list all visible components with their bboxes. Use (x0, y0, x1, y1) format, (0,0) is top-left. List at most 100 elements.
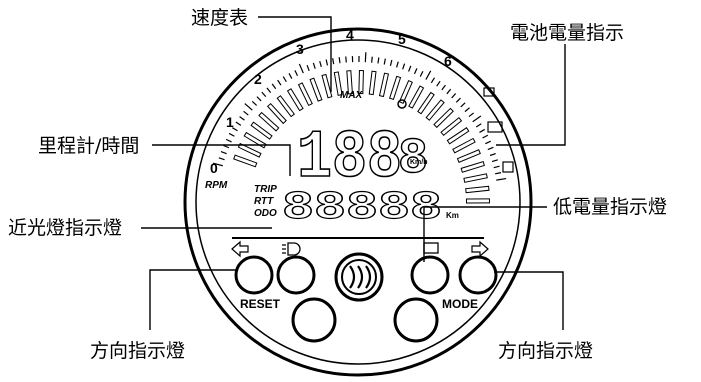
rpm-bar-segment-fill (441, 118, 461, 135)
callout-low-beam: 近光燈指示燈 (8, 217, 122, 239)
rpm-tick (244, 103, 253, 111)
rpm-tick (277, 79, 282, 86)
odo-mode-labels: TRIP RTT ODO (254, 184, 277, 219)
rpm-tick (288, 73, 293, 79)
warning-icons (397, 87, 514, 173)
rpm-bar-segment-fill (458, 150, 480, 162)
rpm-tick (232, 127, 238, 132)
rpm-bar-segment-fill (310, 78, 322, 101)
rpm-scale-2: 2 (254, 71, 262, 87)
rpm-scale-6: 6 (444, 53, 452, 69)
rpm-tick (261, 91, 267, 98)
rpm-bar-segment-fill (277, 96, 294, 116)
rpm-tick (479, 128, 485, 133)
rpm-bar-segment-fill (369, 71, 376, 94)
rpm-bar-segment-fill (380, 73, 388, 96)
headlight-icon (282, 242, 301, 256)
max-label: MAX (340, 90, 364, 101)
callout-speedometer: 速度表 (191, 7, 248, 29)
rpm-tick (220, 151, 227, 155)
rpm-tick (419, 70, 424, 77)
rpm-tick (496, 177, 507, 181)
speed-unit: Km/h (410, 159, 428, 166)
rpm-tick (493, 165, 500, 169)
fuel-icon (502, 161, 514, 173)
odo-mode-trip: TRIP (254, 184, 277, 195)
rpm-bar-segment-fill (418, 93, 434, 114)
rpm-tick (251, 100, 258, 106)
rpm-tick (383, 58, 386, 65)
mode-button[interactable] (393, 297, 439, 343)
rpm-tick (482, 134, 489, 139)
buttons: RESET MODE (234, 255, 498, 343)
rpm-tick (487, 146, 494, 151)
rpm-bar-graph (233, 69, 491, 204)
low-beam-lamp (276, 255, 316, 295)
rpm-tick (495, 172, 502, 175)
right-turn-lamp (458, 255, 498, 295)
rpm-label: RPM (205, 180, 228, 191)
callout-odometer-clock: 里程計/時間 (38, 135, 139, 157)
rpm-tick (491, 159, 498, 163)
low-battery-lamp (410, 255, 450, 295)
rpm-scale-5: 5 (398, 31, 406, 47)
rpm-tick (413, 68, 418, 75)
reset-button[interactable] (291, 297, 337, 343)
callout-turn-left: 方向指示燈 (90, 340, 185, 362)
rpm-bar-segment-fill (299, 83, 312, 105)
rpm-tick (430, 77, 436, 84)
rpm-bar-segment-fill (434, 109, 453, 127)
rpm-tick (364, 52, 367, 63)
rpm-tick (223, 144, 230, 149)
callout-battery-indicator: 電池電量指示 (510, 22, 624, 44)
rpm-tick (468, 112, 475, 118)
rpm-scale-1: 1 (226, 114, 234, 130)
mode-label: MODE (442, 297, 478, 311)
rpm-tick-arc (212, 52, 507, 181)
rpm-tick (402, 63, 406, 70)
rpm-bar-segment-fill (288, 89, 303, 110)
rpm-bar-segment-fill (347, 71, 352, 94)
odo-mode-rtt: RTT (254, 196, 274, 207)
rpm-tick (475, 123, 482, 128)
rpm-bar-segment-fill (453, 139, 475, 153)
rpm-tick (489, 152, 496, 157)
rpm-tick (312, 62, 316, 69)
rpm-tick (436, 80, 441, 87)
rpm-tick (282, 76, 287, 83)
callout-turn-right: 方向指示燈 (498, 340, 593, 362)
rpm-tick (472, 115, 482, 123)
rpm-bar-segment-fill (426, 100, 444, 120)
rpm-tick (256, 96, 262, 102)
rpm-tick (325, 59, 329, 66)
rpm-bar-segment-fill (359, 71, 363, 94)
rpm-tick (464, 107, 470, 113)
odo-mode-odo: ODO (254, 208, 277, 219)
rpm-tick (243, 110, 249, 116)
rpm-tick (425, 70, 432, 80)
rpm-tick (396, 61, 399, 68)
rpm-tick (485, 140, 491, 145)
rpm-tick (451, 93, 457, 99)
rpm-tick (371, 56, 373, 63)
rpm-bar-segment-fill (334, 72, 342, 95)
rpm-tick (345, 56, 347, 63)
odo-unit: Km (446, 211, 459, 220)
rpm-tick (212, 162, 223, 167)
rpm-bar-segment-fill (409, 86, 423, 108)
rpm-bar-segment-fill (466, 186, 489, 193)
rpm-bar-segment-fill (461, 162, 484, 172)
rpm-scale-labels: 0 1 2 3 4 5 6 RPM (205, 27, 452, 191)
rpm-bar-segment-fill (259, 113, 279, 131)
rpm-tick (446, 88, 452, 95)
rpm-tick (377, 57, 380, 64)
callout-lines (141, 16, 566, 330)
rpm-bar-segment-fill (244, 133, 266, 148)
left-turn-lamp (234, 255, 274, 295)
rpm-tick (271, 83, 277, 90)
rpm-scale-4: 4 (346, 27, 354, 43)
speed-digits: 188 (297, 120, 402, 197)
rpm-tick (332, 58, 335, 65)
rpm-tick (298, 63, 304, 74)
